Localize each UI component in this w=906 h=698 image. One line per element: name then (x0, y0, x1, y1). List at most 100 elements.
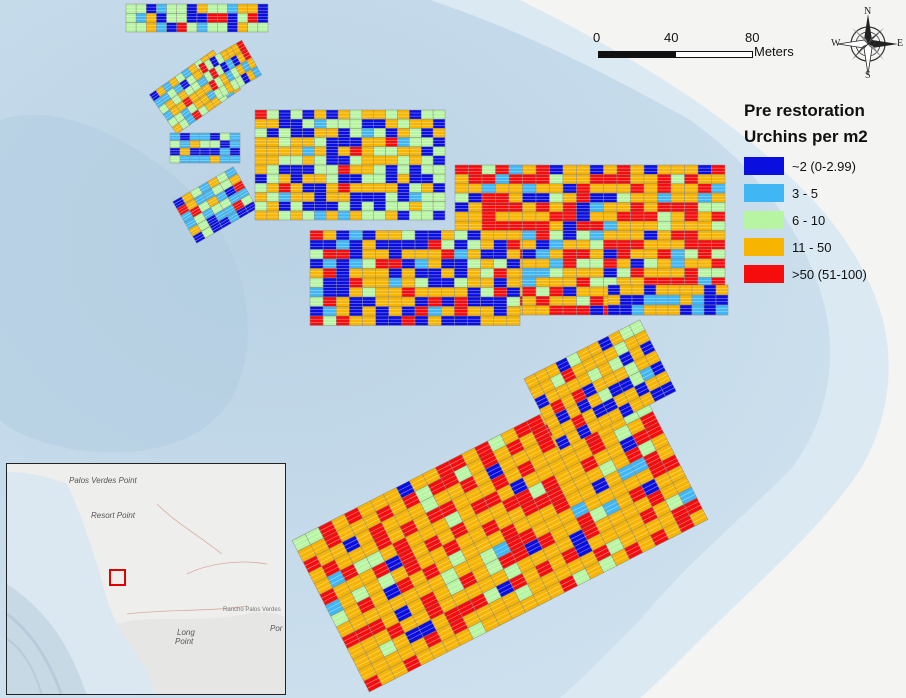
survey-cell-stripe (202, 98, 210, 104)
survey-cell-stripe (375, 568, 389, 576)
survey-cell-stripe (527, 545, 541, 553)
survey-cell (715, 284, 729, 296)
survey-cell-stripe (592, 480, 607, 488)
survey-cell (493, 287, 508, 298)
survey-cell-stripe (473, 568, 487, 576)
survey-cell-stripe (510, 608, 524, 616)
survey-cell-stripe (200, 96, 208, 101)
survey-cell (385, 173, 398, 184)
survey-cell-stripe (317, 552, 332, 560)
survey-cell-stripe (640, 394, 652, 401)
legend-item: >50 (51-100) (744, 264, 894, 284)
survey-cell (670, 192, 685, 203)
survey-cell-stripe (209, 199, 219, 206)
survey-cell (146, 13, 157, 23)
survey-cell-stripe (692, 515, 707, 523)
survey-cell-stripe (631, 492, 646, 500)
survey-cell-stripe (611, 414, 622, 421)
survey-cell-stripe (585, 363, 596, 370)
survey-cell (322, 268, 337, 279)
survey-cell (630, 211, 645, 222)
survey-cell-stripe (685, 501, 699, 509)
survey-cell-stripe (539, 471, 553, 479)
survey-cell (266, 109, 279, 120)
survey-cell-stripe (652, 531, 666, 540)
survey-cell (179, 155, 191, 164)
survey-cell (522, 239, 537, 250)
survey-cell-stripe (468, 461, 482, 469)
survey-cell (589, 258, 604, 269)
survey-cell (373, 183, 386, 193)
survey-cell-stripe (176, 74, 183, 80)
survey-cell (454, 306, 468, 317)
survey-cell-stripe (474, 504, 488, 512)
survey-cell (467, 296, 481, 307)
survey-cell (373, 128, 386, 138)
survey-cell (549, 164, 564, 175)
survey-cell (535, 286, 550, 297)
survey-cell-stripe (431, 549, 445, 557)
survey-cell (421, 128, 434, 138)
survey-cell (493, 277, 508, 288)
survey-cell-stripe (642, 346, 654, 353)
survey-cell-stripe (604, 438, 618, 446)
legend-label: 3 - 5 (792, 185, 819, 201)
survey-cell-stripe (393, 636, 407, 644)
survey-cell (302, 155, 315, 166)
survey-cell (196, 3, 208, 14)
survey-cell-stripe (164, 111, 172, 117)
survey-cell (401, 268, 416, 279)
survey-cell-stripe (631, 460, 646, 468)
survey-cell (189, 132, 201, 141)
survey-cell-stripe (378, 607, 393, 615)
survey-cell (409, 192, 422, 202)
survey-cell (266, 146, 279, 157)
survey-cell-stripe (578, 451, 592, 459)
survey-cell-stripe (657, 447, 672, 455)
survey-cell-stripe (575, 543, 590, 551)
survey-cell-stripe (448, 485, 462, 494)
survey-cell (322, 277, 337, 288)
survey-cell-stripe (528, 449, 542, 457)
survey-cell (670, 258, 685, 269)
survey-cell (506, 249, 521, 260)
survey-cell-stripe (308, 534, 322, 542)
survey-cell-stripe (179, 208, 189, 214)
survey-cell-stripe (607, 541, 621, 549)
survey-cell-stripe (436, 559, 450, 568)
legend-swatch (744, 238, 784, 256)
survey-cell (156, 3, 167, 14)
legend-label: ~2 (0-2.99) (792, 158, 856, 174)
survey-cell (616, 267, 631, 278)
survey-cell-stripe (583, 462, 597, 470)
survey-cell (619, 294, 633, 306)
survey-cell-stripe (546, 417, 558, 424)
survey-cell-stripe (494, 576, 508, 584)
survey-cell-stripe (609, 448, 623, 457)
survey-cell-stripe (620, 470, 635, 478)
survey-cell-stripe (616, 398, 628, 405)
survey-cell-stripe (509, 541, 523, 549)
survey-cell-stripe (354, 560, 369, 568)
survey-cell-stripe (491, 441, 505, 449)
survey-cell (468, 164, 483, 175)
survey-cell-stripe (228, 213, 238, 219)
survey-cell-stripe (451, 620, 465, 628)
survey-cell (691, 294, 705, 306)
survey-cell-stripe (207, 91, 215, 97)
survey-cell (495, 174, 510, 184)
survey-cell-stripe (633, 464, 648, 472)
survey-cell (349, 118, 363, 129)
survey-cell-stripe (632, 403, 643, 410)
survey-cell (454, 192, 469, 203)
survey-cell-stripe (213, 206, 223, 213)
survey-cell (421, 118, 434, 129)
survey-cell (361, 210, 374, 221)
survey-cell-stripe (624, 414, 639, 422)
survey-cell (616, 174, 631, 184)
survey-cell-stripe (301, 551, 315, 559)
survey-cell-stripe (549, 556, 564, 564)
survey-cell-stripe (531, 488, 545, 496)
survey-cell (549, 267, 564, 278)
